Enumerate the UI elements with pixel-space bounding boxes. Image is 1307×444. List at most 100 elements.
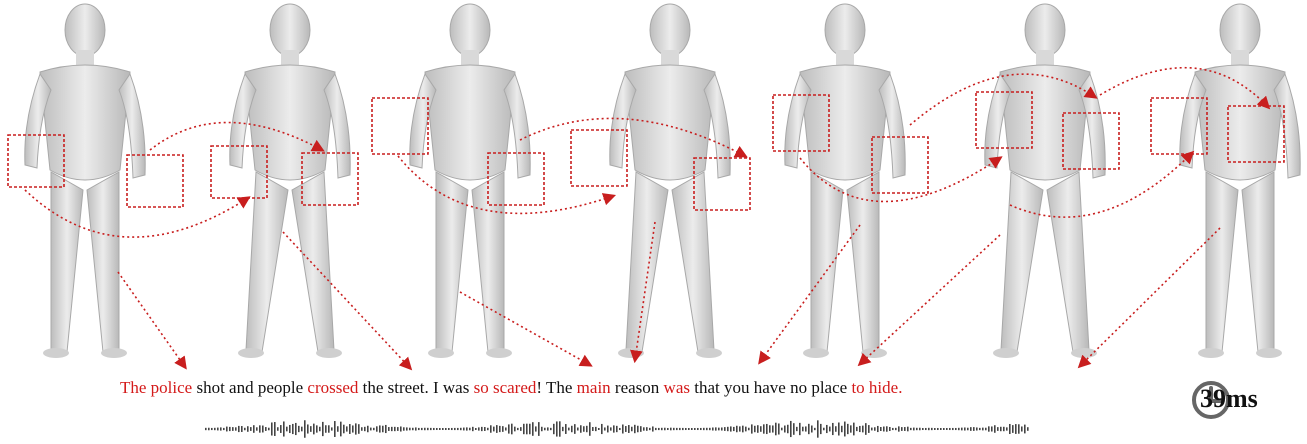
word-link-arrow xyxy=(283,232,410,368)
torso xyxy=(800,65,890,180)
waveform-bar xyxy=(907,427,909,432)
waveform-bar xyxy=(553,424,555,434)
waveform-bar xyxy=(445,428,447,430)
waveform-bar xyxy=(1015,424,1017,434)
waveform-bar xyxy=(604,427,606,430)
waveform-bar xyxy=(727,427,729,431)
waveform-bar xyxy=(880,427,882,431)
waveform-bar xyxy=(256,427,258,430)
waveform-bar xyxy=(706,428,708,430)
left-foot xyxy=(1198,348,1224,358)
waveform-bar xyxy=(835,426,837,432)
waveform-bar xyxy=(889,427,891,431)
waveform-bar xyxy=(340,422,342,437)
waveform-bar xyxy=(559,421,561,436)
waveform-bar xyxy=(820,424,822,434)
waveform-bar xyxy=(496,425,498,433)
torso xyxy=(245,65,335,180)
highlighted-word: main xyxy=(577,378,611,397)
waveform-bar xyxy=(970,427,972,431)
waveform-bar xyxy=(877,426,879,432)
waveform-bar xyxy=(532,422,534,436)
right-leg xyxy=(1242,172,1274,352)
waveform-bar xyxy=(451,428,453,430)
waveform-bar xyxy=(610,427,612,430)
waveform-bar xyxy=(319,427,321,431)
waveform-bar xyxy=(622,424,624,433)
waveform-bar xyxy=(1000,427,1002,431)
waveform-bar xyxy=(796,427,798,431)
waveform-bar xyxy=(943,428,945,430)
waveform-bar xyxy=(325,425,327,433)
waveform-bar xyxy=(562,427,564,431)
waveform-bar xyxy=(787,425,789,433)
caption-text: that you have no place xyxy=(690,378,851,397)
human-mesh-figure xyxy=(785,4,905,358)
word-link-arrow xyxy=(118,272,185,367)
waveform-bar xyxy=(415,427,417,430)
waveform-bar xyxy=(634,425,636,433)
waveform-bar xyxy=(235,427,237,430)
waveform-bar xyxy=(847,424,849,434)
waveform-bar xyxy=(385,425,387,433)
word-link-arrow xyxy=(760,225,860,362)
waveform-bar xyxy=(832,423,834,435)
head xyxy=(825,4,865,56)
right-foot xyxy=(861,348,887,358)
waveform-bar xyxy=(331,427,333,430)
waveform-bar xyxy=(946,428,948,430)
head xyxy=(1220,4,1260,56)
right-foot xyxy=(696,348,722,358)
waveform-bar xyxy=(352,425,354,432)
waveform-bar xyxy=(988,426,990,431)
waveform-bar xyxy=(961,428,963,431)
waveform-bar xyxy=(1003,427,1005,431)
waveform-bar xyxy=(991,426,993,431)
waveform-bar xyxy=(817,420,819,437)
waveform-bar xyxy=(649,428,651,430)
waveform-bar xyxy=(910,428,912,430)
waveform-bar xyxy=(676,428,678,430)
caption-text: reason xyxy=(611,378,664,397)
waveform-bar xyxy=(322,422,324,436)
waveform-bar xyxy=(565,424,567,434)
waveform-bar xyxy=(253,425,255,433)
waveform-bar xyxy=(784,426,786,433)
waveform-bar xyxy=(928,428,930,430)
waveform-bar xyxy=(349,424,351,434)
waveform-bar xyxy=(838,422,840,435)
waveform-bar xyxy=(964,427,966,430)
head xyxy=(650,4,690,56)
waveform-bar xyxy=(856,427,858,431)
waveform-bar xyxy=(688,428,690,430)
waveform-bar xyxy=(613,425,615,432)
waveform-bar xyxy=(463,428,465,431)
right-foot xyxy=(1071,348,1097,358)
waveform-bar xyxy=(211,428,213,430)
waveform-bar xyxy=(958,428,960,430)
waveform-bar xyxy=(304,420,306,438)
waveform-bar xyxy=(301,427,303,432)
waveform-bar xyxy=(367,426,369,432)
waveform-bar xyxy=(232,427,234,431)
waveform-bar xyxy=(919,428,921,431)
waveform-bar xyxy=(247,426,249,432)
waveform-bar xyxy=(922,428,924,430)
right-leg xyxy=(87,172,119,352)
torso xyxy=(1000,65,1090,180)
waveform-bar xyxy=(661,428,663,430)
right-leg xyxy=(292,172,334,352)
waveform-bar xyxy=(1024,425,1026,434)
waveform-bar xyxy=(526,424,528,435)
waveform-bar xyxy=(403,427,405,430)
human-mesh-figure xyxy=(610,4,730,358)
waveform-bar xyxy=(973,427,975,431)
waveform-bar xyxy=(616,426,618,432)
waveform-bar xyxy=(1012,425,1014,433)
waveform-bar xyxy=(982,428,984,431)
waveform-bar xyxy=(427,428,429,430)
left-foot xyxy=(43,348,69,358)
word-link-arrow xyxy=(460,292,590,365)
waveform-bar xyxy=(811,425,813,432)
waveform-bar xyxy=(670,428,672,431)
